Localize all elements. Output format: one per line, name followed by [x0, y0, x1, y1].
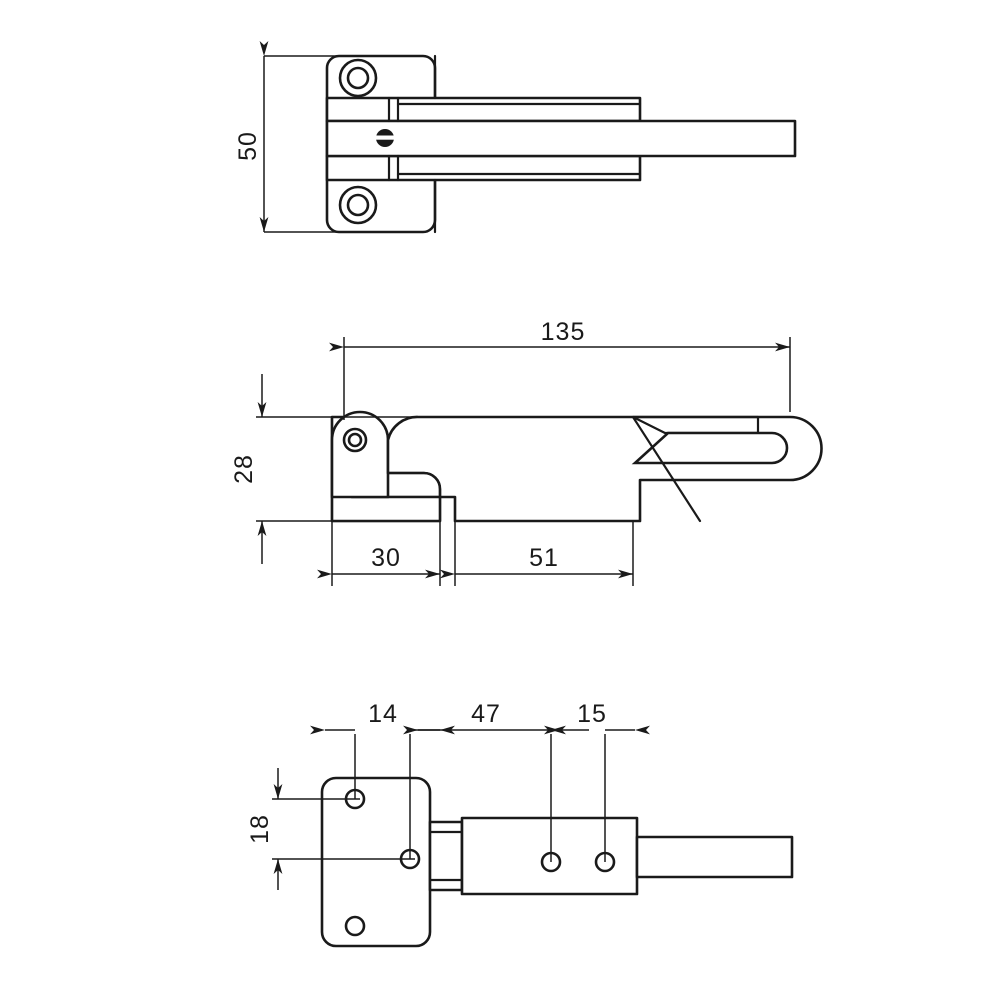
dim-15: 15	[544, 700, 650, 735]
dim-28-text: 28	[230, 454, 258, 484]
dim-51-text: 51	[529, 544, 559, 572]
dim-47: 47	[403, 700, 566, 735]
side-view-cam-diagonal	[631, 415, 702, 523]
dim-135: 135	[329, 318, 791, 420]
bottom-view-tail-bar	[635, 835, 794, 879]
side-view-grip-slot	[631, 431, 789, 465]
dim-15-text: 15	[577, 700, 607, 728]
top-view: 50	[234, 41, 797, 234]
top-view-lower-strip	[325, 154, 642, 182]
top-view-countersink-inner-upper	[346, 66, 370, 90]
dim-14-text: 14	[368, 700, 398, 728]
bottom-view-neck	[428, 820, 464, 892]
side-view-pivot-hole-inner	[347, 432, 363, 448]
bottom-view: 14 47 15 18	[246, 700, 794, 948]
top-view-set-screw-slot	[376, 135, 394, 140]
top-view-countersink-inner-lower	[346, 193, 370, 217]
dim-47-text: 47	[471, 700, 501, 728]
dim-30-text: 30	[371, 544, 401, 572]
side-view-pivot-lug	[330, 410, 390, 499]
bottom-view-hole-bottom	[344, 915, 366, 937]
side-view: 135 28 30 51	[230, 318, 823, 586]
dim-18: 18	[246, 768, 415, 890]
dim-14: 14	[310, 700, 455, 735]
dim-135-text: 135	[541, 318, 586, 346]
dim-50: 50	[234, 41, 340, 233]
top-view-upper-strip	[325, 96, 642, 123]
dim-50-text: 50	[234, 131, 262, 161]
dim-30: 30	[317, 521, 441, 586]
top-view-handle-body	[325, 119, 797, 158]
dim-51: 51	[440, 521, 634, 586]
dim-18-text: 18	[246, 814, 274, 844]
side-view-step-notch	[386, 471, 442, 499]
dim-28: 28	[230, 374, 420, 564]
